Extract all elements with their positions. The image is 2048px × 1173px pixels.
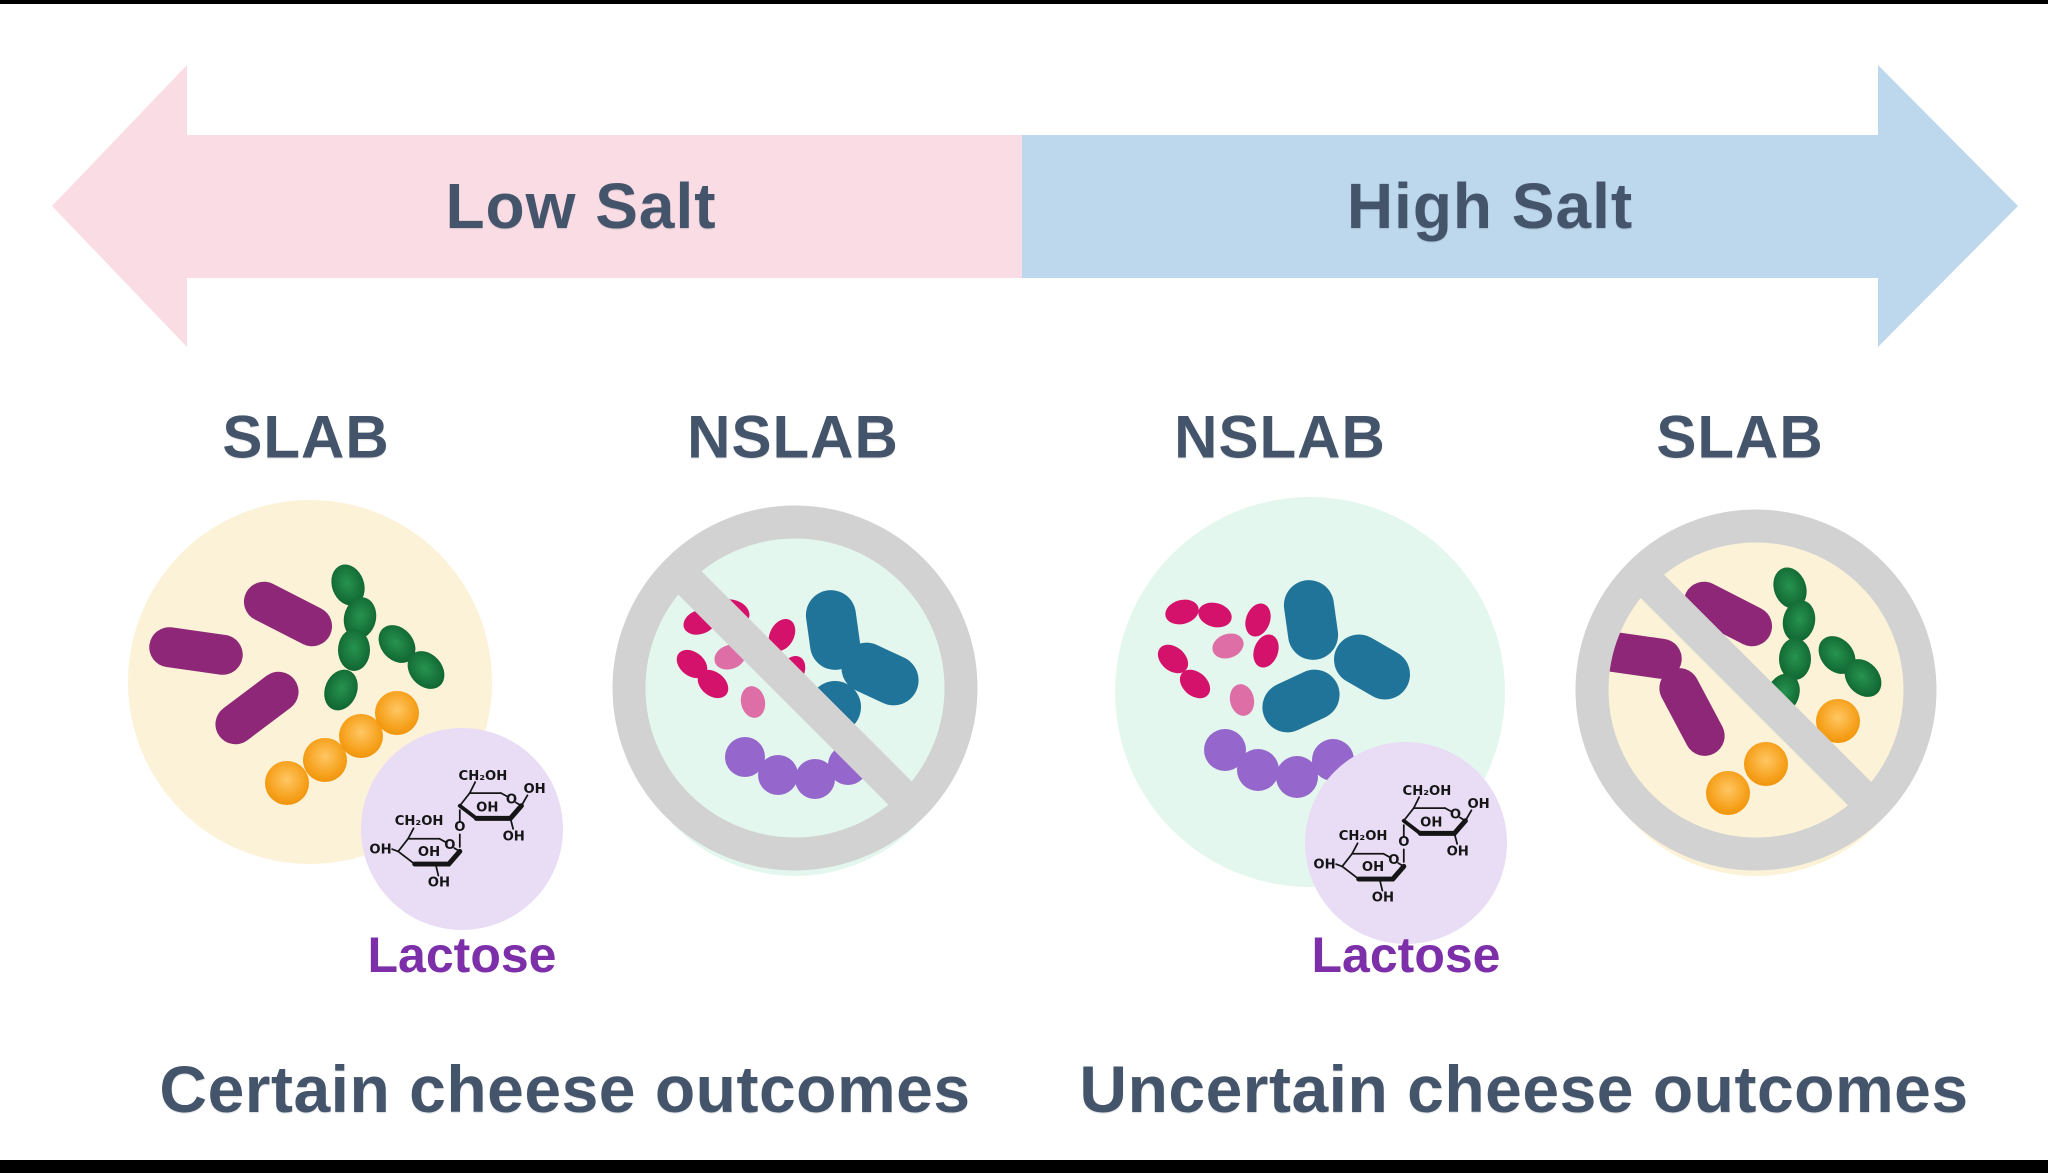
prohibition-icon (612, 505, 978, 871)
coccus-bacterium (339, 714, 383, 758)
low-salt-label: Low Salt (445, 170, 717, 242)
rod-bacterium (841, 642, 919, 706)
coccus-bacterium (1179, 669, 1211, 699)
rod-bacterium (1683, 581, 1773, 647)
nslab-teal-rods (1262, 580, 1410, 733)
coccus-bacterium (725, 737, 765, 777)
high-salt-outcome-label: Uncertain cheese outcomes (1079, 1052, 1969, 1126)
slab-orange-cocci (1706, 699, 1860, 815)
slab-orange-cocci (265, 691, 419, 805)
coccus-bacterium (407, 651, 445, 689)
coccus-bacterium (1706, 771, 1750, 815)
coccus-bacterium (303, 738, 347, 782)
group-label-nslab-low: NSLAB (687, 403, 899, 471)
low-salt-nslab-dish (612, 505, 978, 876)
nslab-pink-ovals (1212, 633, 1255, 716)
prohibition-ring (1575, 509, 1937, 871)
coccus-bacterium (1245, 603, 1271, 637)
coccus-bacterium (740, 686, 766, 718)
coccus-bacterium (795, 759, 835, 799)
prohibition-slash (1628, 562, 1884, 818)
prohibition-icon (1575, 509, 1937, 871)
coccus-bacterium (1204, 729, 1246, 771)
coccus-bacterium (375, 691, 419, 735)
rod-bacterium (1334, 634, 1410, 700)
coccus-bacterium (1844, 659, 1882, 697)
low-salt-lactose-bubble (361, 728, 563, 930)
high-salt-label: High Salt (1346, 170, 1634, 242)
coccus-bacterium (378, 625, 416, 663)
lactose-caption-high: Lactose (1311, 927, 1501, 983)
group-label-nslab-high: NSLAB (1174, 403, 1386, 471)
nslab-crimson-ovals (1157, 599, 1279, 699)
low-salt-outcome-label: Certain cheese outcomes (159, 1052, 971, 1126)
coccus-bacterium (768, 618, 796, 652)
coccus-bacterium (324, 669, 358, 711)
rod-bacterium (1262, 669, 1340, 733)
slab-green-cocci (324, 564, 445, 711)
letterbox-bar-top (0, 0, 2048, 4)
group-label-slab-high: SLAB (1656, 403, 1824, 471)
coccus-bacterium (1276, 756, 1318, 798)
coccus-bacterium (1779, 638, 1811, 680)
coccus-bacterium (331, 564, 365, 606)
coccus-bacterium (697, 669, 729, 699)
coccus-bacterium (1816, 699, 1860, 743)
coccus-bacterium (1165, 599, 1199, 625)
rod-bacterium (1283, 580, 1339, 660)
prohibition-slash (666, 559, 924, 817)
letterbox-bar-bottom (0, 1160, 2048, 1173)
coccus-bacterium (265, 761, 309, 805)
coccus-bacterium (1818, 636, 1856, 674)
rod-bacterium (149, 627, 243, 675)
high-salt-lactose-bubble (1305, 742, 1507, 944)
prohibition-ring (612, 505, 978, 871)
coccus-bacterium (1782, 600, 1816, 642)
coccus-bacterium (1229, 684, 1255, 716)
rod-bacterium (215, 671, 299, 745)
coccus-bacterium (1157, 644, 1189, 674)
coccus-bacterium (1237, 749, 1279, 791)
high-salt-arrow-shape (1022, 65, 2018, 347)
lactose-caption-low: Lactose (367, 927, 557, 983)
coccus-bacterium (676, 649, 708, 679)
coccus-bacterium (1198, 602, 1232, 628)
low-salt-arrow-shape (52, 65, 1022, 347)
coccus-bacterium (758, 755, 798, 795)
coccus-bacterium (1212, 633, 1244, 659)
coccus-bacterium (343, 597, 377, 639)
nslab-purple-cocci (725, 737, 868, 799)
high-salt-slab-dish (1575, 509, 1937, 876)
salt-gradient-arrow (52, 65, 2018, 347)
slab-rod-bacteria (149, 581, 333, 745)
group-label-slab-low: SLAB (222, 403, 390, 471)
coccus-bacterium (338, 629, 370, 671)
coccus-bacterium (1253, 634, 1279, 668)
coccus-bacterium (1773, 567, 1807, 609)
rod-bacterium (1659, 668, 1725, 756)
rod-bacterium (243, 581, 333, 647)
coccus-bacterium (1744, 742, 1788, 786)
rod-bacterium (805, 590, 861, 670)
